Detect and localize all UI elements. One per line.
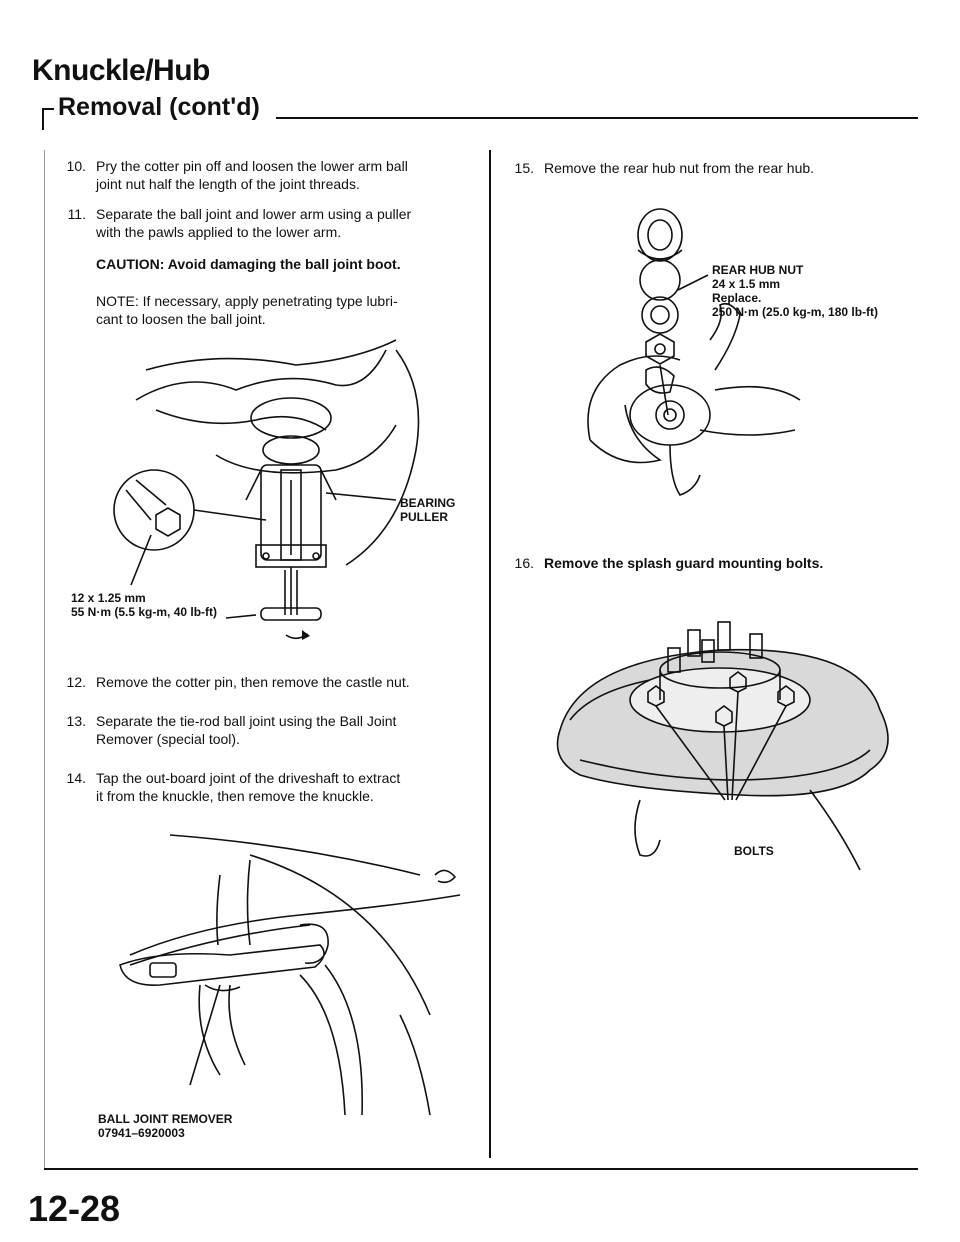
step-text: Tap the out-board joint of the driveshaf…: [96, 770, 401, 786]
step-number: 10.: [66, 158, 86, 174]
step-number: 13.: [66, 713, 86, 729]
footer-rule: [44, 1168, 918, 1170]
caution-text: CAUTION: Avoid damaging the ball joint b…: [96, 256, 401, 272]
rear-hub-nut-illustration: [587, 208, 801, 496]
label-ball-joint-remover: BALL JOINT REMOVER: [98, 1112, 233, 1126]
label-ball-joint-part-no: 07941–6920003: [98, 1126, 185, 1140]
step-text: Separate the ball joint and lower arm us…: [96, 206, 412, 222]
bearing-puller-illustration: [113, 339, 420, 640]
step-number: 16.: [514, 555, 534, 571]
step-text: with the pawls applied to the lower arm.: [96, 224, 342, 240]
step-text: joint nut half the length of the joint t…: [96, 176, 360, 192]
section-bracket: [42, 108, 44, 130]
page-number: 12-28: [28, 1188, 121, 1229]
label-nut-torque: 55 N·m (5.5 kg-m, 40 lb-ft): [71, 605, 218, 619]
column-divider: [489, 150, 491, 1158]
section-heading: Removal (cont'd): [58, 93, 260, 121]
page-title: Knuckle/Hub: [32, 54, 210, 87]
section-rule: [276, 117, 918, 119]
step-number: 15.: [514, 160, 534, 176]
step-text: Pry the cotter pin off and loosen the lo…: [96, 158, 408, 174]
splash-guard-illustration: [556, 621, 889, 871]
section-bracket-top: [42, 108, 54, 110]
label-line: PULLER: [400, 509, 448, 524]
step-text: Remove the splash guard mounting bolts.: [544, 555, 824, 571]
label-bolts: BOLTS: [734, 844, 774, 858]
step-number: 12.: [66, 674, 86, 690]
label-hub-nut-size: 24 x 1.5 mm: [712, 277, 781, 291]
step-text: Remove the rear hub nut from the rear hu…: [544, 160, 815, 176]
left-margin-rule: [44, 150, 45, 1170]
step-text: Remover (special tool).: [96, 731, 240, 747]
step-number: 14.: [66, 770, 86, 786]
step-number: 11.: [67, 206, 86, 222]
label-hub-nut-replace: Replace.: [712, 291, 762, 305]
note-text: cant to loosen the ball joint.: [96, 311, 266, 327]
note-text: NOTE: If necessary, apply penetrating ty…: [96, 293, 398, 309]
step-text: Remove the cotter pin, then remove the c…: [96, 674, 410, 690]
ball-joint-remover-illustration: [119, 834, 461, 1116]
label-bearing-puller: BEARING PULLER: [400, 496, 456, 525]
label-line: BEARING: [400, 496, 456, 510]
step-text: Separate the tie-rod ball joint using th…: [96, 713, 397, 729]
label-hub-nut-torque: 250 N·m (25.0 kg-m, 180 lb-ft): [712, 305, 879, 319]
step-text: it from the knuckle, then remove the knu…: [96, 788, 374, 804]
label-rear-hub-nut: REAR HUB NUT: [712, 263, 804, 277]
label-nut-size: 12 x 1.25 mm: [71, 591, 146, 605]
